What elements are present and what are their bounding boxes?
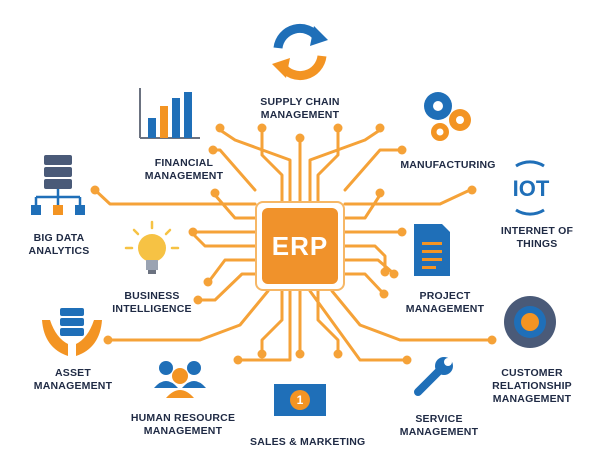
- database-tree-icon: [31, 155, 85, 215]
- erp-chip-frame: [255, 201, 345, 291]
- lightbulb-icon: [124, 220, 180, 274]
- label-manufacturing: MANUFACTURING: [400, 159, 496, 171]
- hands-database-icon: [42, 308, 102, 356]
- label-sales-marketing: SALES & MARKETING: [250, 436, 366, 448]
- erp-chip: ERP: [262, 208, 338, 284]
- iot-icon: [515, 160, 545, 216]
- gears-icon: [424, 92, 471, 141]
- iot-text: IOT: [512, 176, 550, 201]
- customer-gear-icon: [504, 296, 556, 348]
- document-icon: [414, 224, 450, 276]
- banknote-icon: [274, 384, 326, 416]
- sales-badge-number: 1: [296, 393, 304, 407]
- wrench-icon: [414, 357, 453, 396]
- erp-label: ERP: [271, 230, 329, 261]
- people-group-icon: [154, 361, 206, 398]
- bar-chart-icon: [139, 88, 200, 139]
- cycle-arrows-icon: [272, 24, 328, 80]
